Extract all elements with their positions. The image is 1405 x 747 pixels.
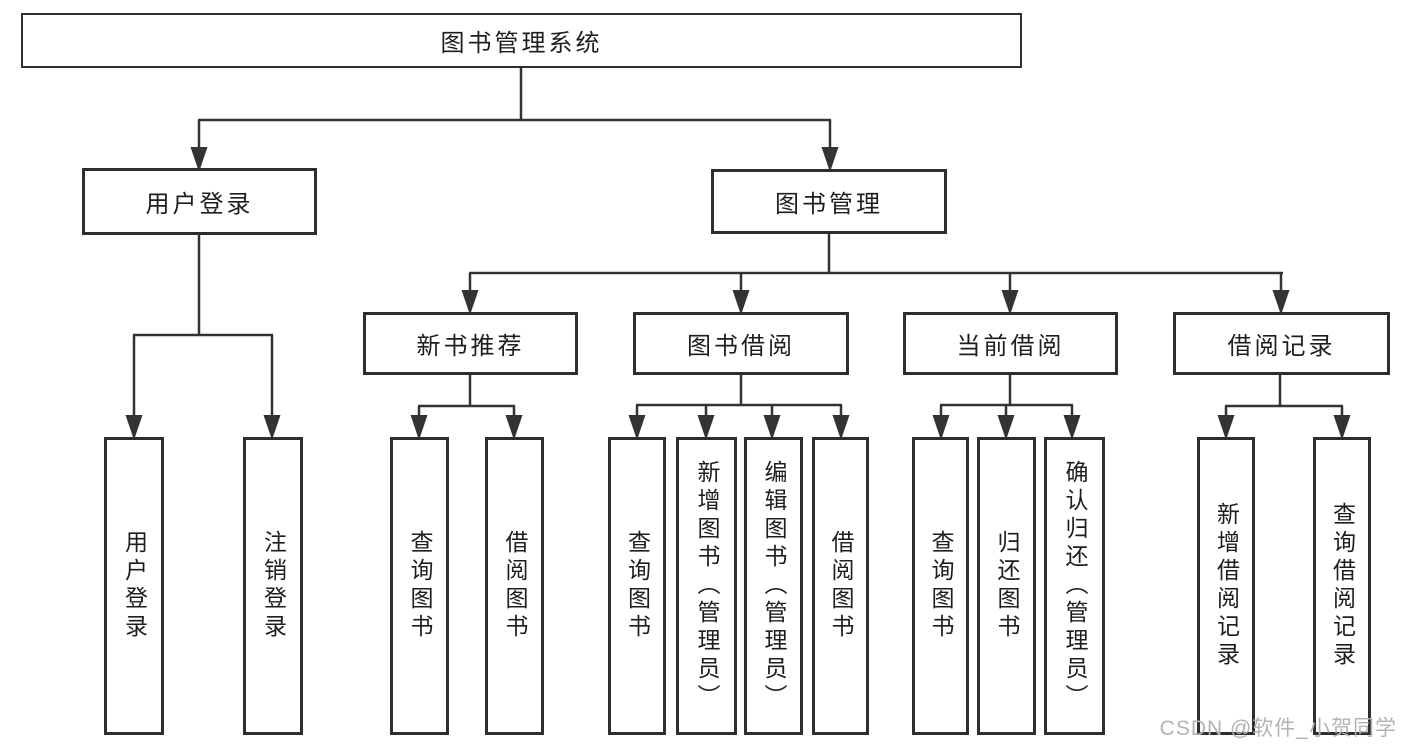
node-user-login: 用户登录 [82, 168, 317, 235]
leaf-add-books-admin: 新增图书（管理员） [676, 437, 737, 735]
node-book-borrowing: 图书借阅 [633, 312, 849, 375]
connector-borrow-records-branch [1217, 375, 1351, 440]
connector-book-mgmt-branch [461, 234, 1290, 315]
leaf-query-borrow-record: 查询借阅记录 [1313, 437, 1371, 735]
leaf-logout: 注销登录 [243, 437, 303, 735]
leaf-add-borrow-record: 新增借阅记录 [1197, 437, 1255, 735]
node-borrowing-records: 借阅记录 [1173, 312, 1390, 375]
leaf-query-books-recommend: 查询图书 [390, 437, 449, 735]
node-book-management: 图书管理 [711, 169, 947, 234]
csdn-watermark: CSDN @软件_小贺同学 [1159, 717, 1397, 740]
leaf-query-books-current: 查询图书 [912, 437, 969, 735]
leaf-query-books: 查询图书 [608, 437, 666, 735]
leaf-return-books: 归还图书 [977, 437, 1036, 735]
leaf-edit-books-admin: 编辑图书（管理员） [744, 437, 803, 735]
connector-root-branch [190, 68, 839, 172]
connector-new-book-branch [410, 375, 523, 440]
connector-book-borrow-branch [628, 374, 850, 440]
connector-user-login-branch [125, 235, 281, 440]
leaf-confirm-return-admin: 确认归还（管理员） [1044, 437, 1105, 735]
node-current-borrowing: 当前借阅 [903, 312, 1118, 375]
leaf-borrow-books: 借阅图书 [812, 437, 869, 735]
connector-current-borrow-branch [932, 374, 1081, 440]
leaf-borrow-books-recommend: 借阅图书 [485, 437, 544, 735]
node-new-book-recommend: 新书推荐 [363, 312, 578, 375]
node-library-management-system: 图书管理系统 [21, 13, 1022, 68]
leaf-user-login: 用户登录 [104, 437, 164, 735]
